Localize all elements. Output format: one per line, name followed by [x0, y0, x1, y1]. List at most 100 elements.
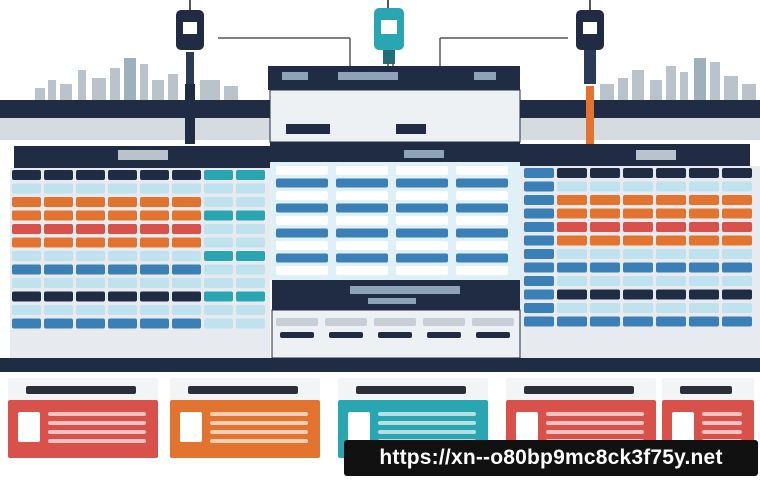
rack-drive [689, 316, 719, 327]
rack-drive [44, 224, 73, 234]
rack-drive [108, 264, 137, 275]
card-5-title-bar [680, 386, 732, 394]
rack-drive [524, 222, 554, 232]
rack-drive [590, 316, 620, 327]
rack-drive [656, 181, 686, 192]
rack-drive [689, 168, 719, 178]
rack-drive [689, 289, 719, 300]
rack-drive [236, 224, 265, 234]
rack-drive [76, 183, 105, 194]
card-4-text-line [546, 430, 644, 434]
rack-drive [140, 291, 169, 302]
rack-drive [276, 253, 328, 263]
rack-drive [44, 170, 73, 180]
rack-drive [396, 266, 448, 275]
rack-drive [44, 264, 73, 275]
rack-drive [689, 195, 719, 205]
rack-drive [590, 181, 620, 192]
rack-drive [722, 208, 752, 219]
rack-drive [336, 216, 388, 225]
cell-label-bar [374, 318, 416, 326]
rack-drive [276, 241, 328, 250]
rack-drive [172, 278, 201, 288]
rack-drive [689, 208, 719, 219]
card-2-text-line [210, 430, 308, 434]
card-2-text-line [210, 421, 308, 425]
rack-drive [623, 316, 653, 327]
rack-drive [12, 264, 41, 275]
card-1-icon [18, 412, 40, 442]
rack-drive [172, 210, 201, 221]
rack-drive [524, 276, 554, 286]
rack-drive [76, 170, 105, 180]
rack-drive [623, 222, 653, 232]
rack-drive [456, 253, 508, 263]
rack-drive [76, 197, 105, 207]
card-5-text-line [702, 430, 742, 434]
rack-drive [689, 235, 719, 246]
rack-drive [276, 166, 328, 175]
rack-drive [590, 303, 620, 313]
rack-drive [590, 235, 620, 246]
rack-drive [557, 249, 587, 259]
rack-drive [44, 237, 73, 248]
rack-drive [44, 318, 73, 329]
rack-drive [12, 318, 41, 329]
rack-drive [722, 181, 752, 192]
rack-drive [656, 195, 686, 205]
rack-drive [590, 249, 620, 259]
rack-drive [44, 305, 73, 315]
cell-value-bar [329, 332, 363, 338]
rack-drive [557, 289, 587, 300]
rack-drive [590, 262, 620, 273]
rack-drive [140, 183, 169, 194]
rack-drive [172, 224, 201, 234]
rack-drive [524, 249, 554, 259]
rack-drive [76, 210, 105, 221]
rack-drive [108, 197, 137, 207]
watermark-url: https://xn--o80bp9mc8ck3f75y.net [379, 446, 723, 469]
rack-drive [12, 251, 41, 261]
rack-drive [396, 166, 448, 175]
rack-drive [12, 237, 41, 248]
rack-drive [172, 264, 201, 275]
rack-drive [204, 291, 233, 302]
city-skyline-right [600, 58, 756, 102]
rack-drive [557, 168, 587, 178]
rack-drive [656, 303, 686, 313]
rack-drive [557, 208, 587, 219]
rack-drive [172, 197, 201, 207]
rack-drive [396, 228, 448, 238]
card-3-text-line [378, 421, 476, 425]
rack-drive [557, 316, 587, 327]
rack-drive [44, 210, 73, 221]
right-rack-rows [524, 168, 752, 327]
rack-drive [12, 278, 41, 288]
rack-drive [12, 305, 41, 315]
rack-drive [656, 208, 686, 219]
card-1-text-line [48, 439, 146, 443]
rack-drive [590, 222, 620, 232]
card-4-text-line [546, 421, 644, 425]
rack-drive [623, 208, 653, 219]
rack-drive [557, 303, 587, 313]
rack-drive [140, 278, 169, 288]
rack-drive [140, 170, 169, 180]
cell-value-bar [280, 332, 314, 338]
rack-drive [456, 166, 508, 175]
card-3-icon [348, 412, 370, 442]
rack-drive [108, 224, 137, 234]
rack-drive [172, 318, 201, 329]
rack-drive [336, 253, 388, 263]
rack-drive [689, 222, 719, 232]
rack-drive [590, 289, 620, 300]
card-1-title-bar [26, 386, 136, 394]
rack-drive [12, 170, 41, 180]
rack-drive [623, 168, 653, 178]
rack-drive [276, 266, 328, 275]
rack-drive [204, 251, 233, 261]
rack-drive [456, 178, 508, 188]
rack-drive [76, 237, 105, 248]
rack-drive [204, 305, 233, 315]
rack-drive [524, 289, 554, 300]
